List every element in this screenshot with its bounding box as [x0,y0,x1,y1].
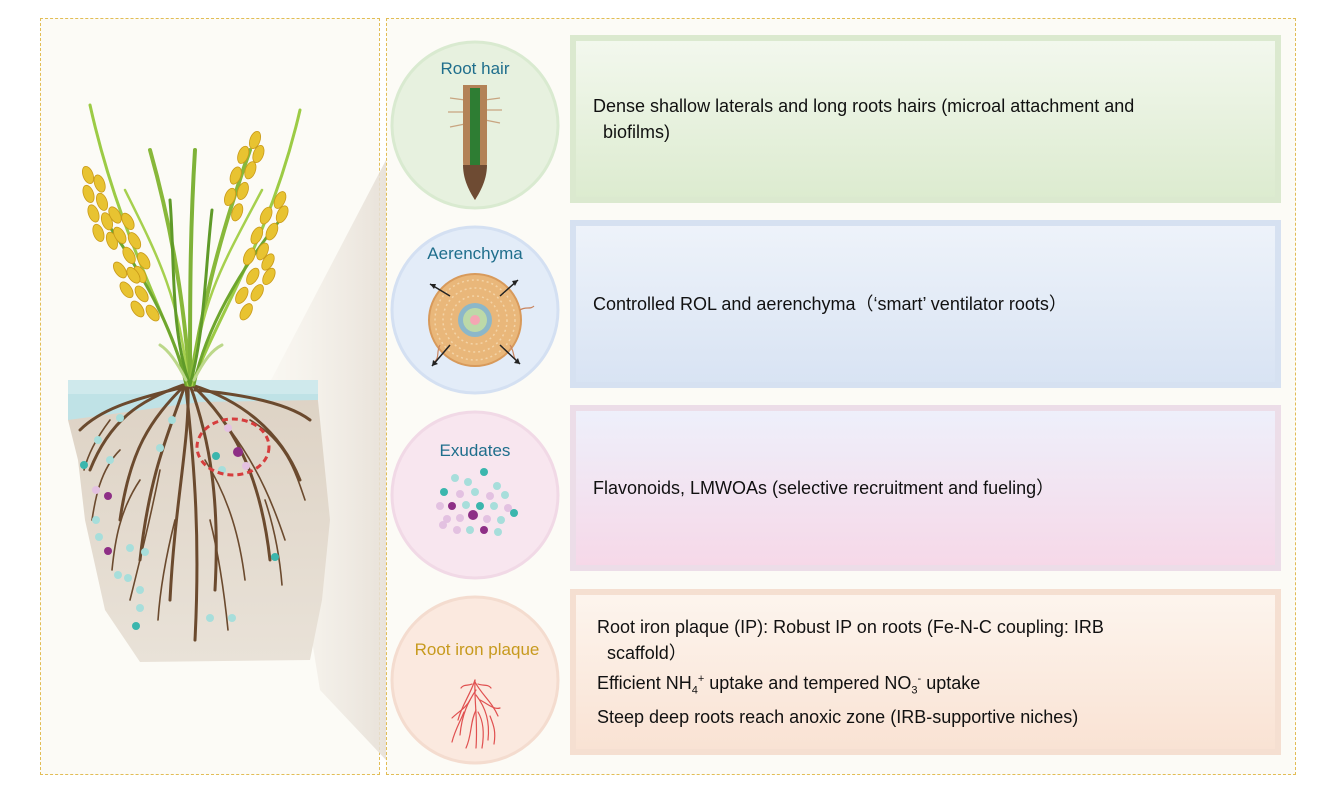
root-hair-label: Root hair [440,59,510,78]
exudate-dots-icon [436,468,518,536]
root-branches [83,419,306,631]
soil-block [68,380,330,662]
nh4-sub: 4 [691,684,698,697]
iron-plaque-line-1: Root iron plaque (IP): Robust IP on root… [597,617,1104,638]
zoom-funnel [270,160,386,760]
root-tip-icon [448,85,502,200]
line3-post: uptake [921,673,981,694]
nh4-sup: + [697,673,705,686]
no3-mid: uptake and tempered NO [704,673,912,694]
soil-dots [80,414,279,630]
aerenchyma-line-1: Controlled ROL and aerenchyma（‘smart’ ve… [593,294,1067,314]
iron-plaque-label: Root iron plaque [414,640,540,659]
aerenchyma-box-bg [570,220,1281,388]
exudates-description: Flavonoids, LMWOAs (selective recruitmen… [573,408,1278,568]
iron-plaque-root-icon [451,679,501,749]
exudates-line-1: Flavonoids, LMWOAs (selective recruitmen… [593,478,1055,498]
iron-box-bg [570,589,1281,755]
no3-sup: - [917,673,922,686]
aerenchyma-cross-section-icon [428,273,535,367]
exudates-label: Exudates [439,441,511,460]
aerenchyma-label: Aerenchyma [427,244,523,263]
zoom-highlight-circle [195,417,271,477]
no3-sub: 3 [911,684,918,697]
root-hair-line-2: biofilms) [603,122,671,142]
root-hair-description: Dense shallow laterals and long roots ha… [573,38,1278,200]
rice-panicles [81,130,289,322]
nh4-pre: Efficient NH [597,673,692,694]
iron-plaque-line-2: scaffold） [607,643,687,664]
exudates-box-bg [570,405,1281,571]
root-hair-box-bg [570,35,1281,203]
iron-plaque-description: Root iron plaque (IP): Robust IP on root… [573,592,1278,752]
iron-plaque-line-3: Efficient NH4+ uptake and tempered NO3- … [597,666,1258,704]
iron-plaque-line-4: Steep deep roots reach anoxic zone (IRB-… [597,706,1079,727]
aerenchyma-description: Controlled ROL and aerenchyma（‘smart’ ve… [573,223,1278,385]
root-hair-line-1: Dense shallow laterals and long roots ha… [593,96,1135,116]
rice-plant [88,103,302,387]
